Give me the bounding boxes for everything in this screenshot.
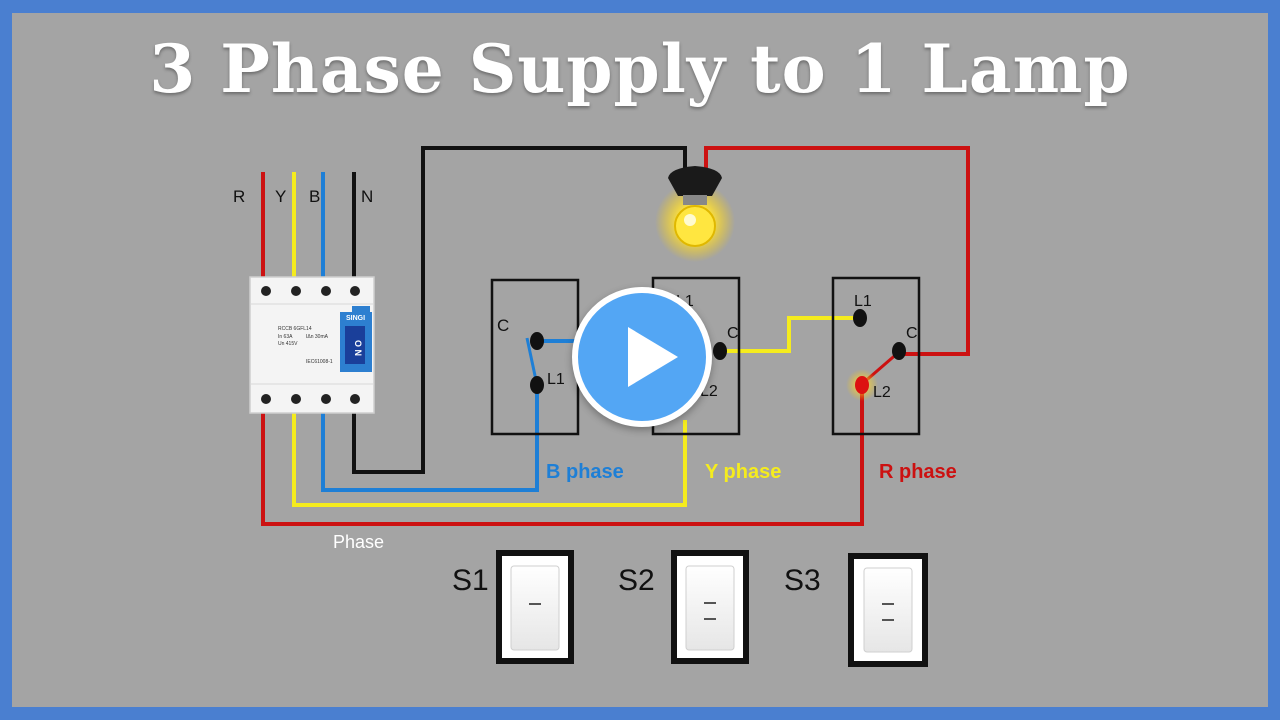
r-phase-label: R phase — [879, 461, 957, 483]
supply-label-y: Y — [275, 187, 286, 206]
switch2-terminal-c — [713, 342, 727, 360]
s2-s3-link-wire — [720, 316, 860, 353]
output-wires — [261, 146, 970, 526]
switch-plate-s1: S1 — [452, 550, 574, 664]
rccb-spec3: IΔn 30mA — [306, 334, 329, 340]
switch1-label-l1: L1 — [547, 371, 565, 388]
rccb-spec2: Un 415V — [278, 341, 298, 347]
switch-plate-s2: S2 — [618, 550, 749, 664]
rccb-on-label: O N — [353, 340, 363, 356]
switch3-label-l1: L1 — [854, 293, 872, 310]
switch3-terminal-l2 — [855, 376, 869, 394]
light-bulb-icon — [655, 166, 735, 262]
r-phase-wire — [261, 386, 864, 526]
supply-label-n: N — [361, 187, 373, 206]
lamp-return-wire — [704, 146, 970, 356]
switch3-label-c: C — [906, 325, 918, 342]
supply-wires — [261, 172, 356, 283]
rccb-brand: SINGI — [346, 315, 365, 322]
supply-label-r: R — [233, 187, 245, 206]
b-phase-label: B phase — [546, 461, 624, 483]
switch1-label-c: C — [497, 316, 509, 335]
switch3-label-l2: L2 — [873, 384, 891, 401]
play-button[interactable] — [572, 287, 712, 427]
play-button-icon — [628, 327, 678, 387]
y-phase-wire — [292, 405, 687, 507]
supply-label-b: B — [309, 187, 320, 206]
switch3-terminal-l1 — [853, 309, 867, 327]
switch2-label-c: C — [727, 325, 739, 342]
y-phase-label: Y phase — [705, 461, 781, 483]
page-title: 3 Phase Supply to 1 Lamp — [149, 30, 1131, 108]
b-phase-wire — [321, 388, 539, 492]
switch1-terminal-l1 — [530, 376, 544, 394]
switch-plate-s3: S3 — [784, 553, 928, 667]
switch-label-s1: S1 — [452, 564, 489, 597]
phase-label: Phase — [333, 532, 384, 552]
rccb-spec1: In 63A — [278, 334, 293, 340]
rccb-code: IEC61008-1 — [306, 359, 333, 365]
rccb-icon: SINGI O N RCCB 6GFL14 In 63A Un 415V IΔn… — [249, 276, 375, 414]
neutral-to-lamp-wire — [352, 146, 687, 474]
switch-label-s3: S3 — [784, 564, 821, 597]
switch1-terminal-c — [530, 332, 544, 350]
switch3-schematic: L1 C L2 — [831, 276, 921, 436]
switch-label-s2: S2 — [618, 564, 655, 597]
switch3-terminal-c — [892, 342, 906, 360]
rccb-model: RCCB 6GFL14 — [278, 326, 312, 332]
